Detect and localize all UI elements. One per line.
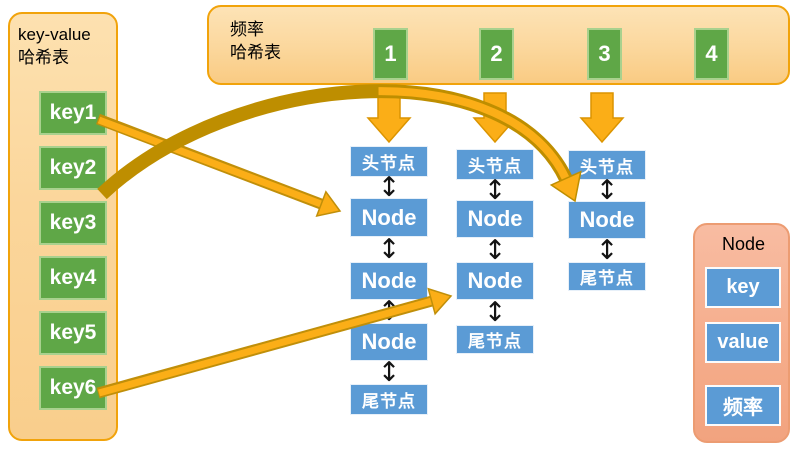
freq-bucket-2: 2 [479,28,514,80]
double-arrow-icon: ↕ [595,235,619,266]
field-box-freq: 频率 [705,385,781,426]
freq-panel-title-line2: 哈希表 [230,43,281,62]
double-arrow-icon: ↕ [483,234,507,266]
list-column-freq1: 头节点 ↕ Node ↕ Node ↕ Node ↕ 尾节点 [350,0,428,457]
key-box-3: key3 [39,201,107,245]
node-struct-title: Node [721,234,766,254]
freq-bucket-3: 3 [587,28,622,80]
freq-bucket-4: 4 [694,28,729,80]
double-arrow-icon: ↕ [377,234,401,265]
key-box-1: key1 [39,91,107,135]
key-box-4: key4 [39,256,107,300]
kv-panel-title-line2: 哈希表 [18,48,69,67]
double-arrow-icon: ↕ [377,296,401,327]
arrow-key1-to-freq1-list [96,113,342,218]
tail-node-box: 尾节点 [568,262,646,291]
key-box-5: key5 [39,311,107,355]
double-arrow-icon: ↕ [483,174,507,206]
frequency-hash-panel: 频率 哈希表 1 2 3 4 [207,5,790,85]
node-box: Node [456,200,534,238]
node-box: Node [350,323,428,361]
tail-node-box: 尾节点 [456,325,534,354]
list-column-freq2: 头节点 ↕ Node ↕ Node ↕ 尾节点 [456,0,534,457]
node-struct-panel: Node key value 频率 [693,223,790,443]
node-box: Node [350,198,428,237]
tail-node-box: 尾节点 [350,384,428,415]
double-arrow-icon: ↕ [377,172,401,203]
node-box: Node [350,262,428,300]
key-value-hash-panel: key-value 哈希表 key1 key2 key3 key4 key5 k… [8,12,118,441]
freq-bucket-1: 1 [373,28,408,80]
node-box: Node [456,262,534,300]
kv-panel-title-line1: key-value [18,25,91,44]
freq-panel-title-line1: 频率 [230,20,264,39]
key-box-6: key6 [39,366,107,410]
double-arrow-icon: ↕ [483,297,507,328]
double-arrow-icon: ↕ [595,175,619,206]
double-arrow-icon: ↕ [377,357,401,388]
field-box-value: value [705,322,781,363]
key-box-2: key2 [39,146,107,190]
list-column-freq3: 头节点 ↕ Node ↕ 尾节点 [568,0,646,457]
node-box: Node [568,201,646,239]
field-box-key: key [705,267,781,308]
